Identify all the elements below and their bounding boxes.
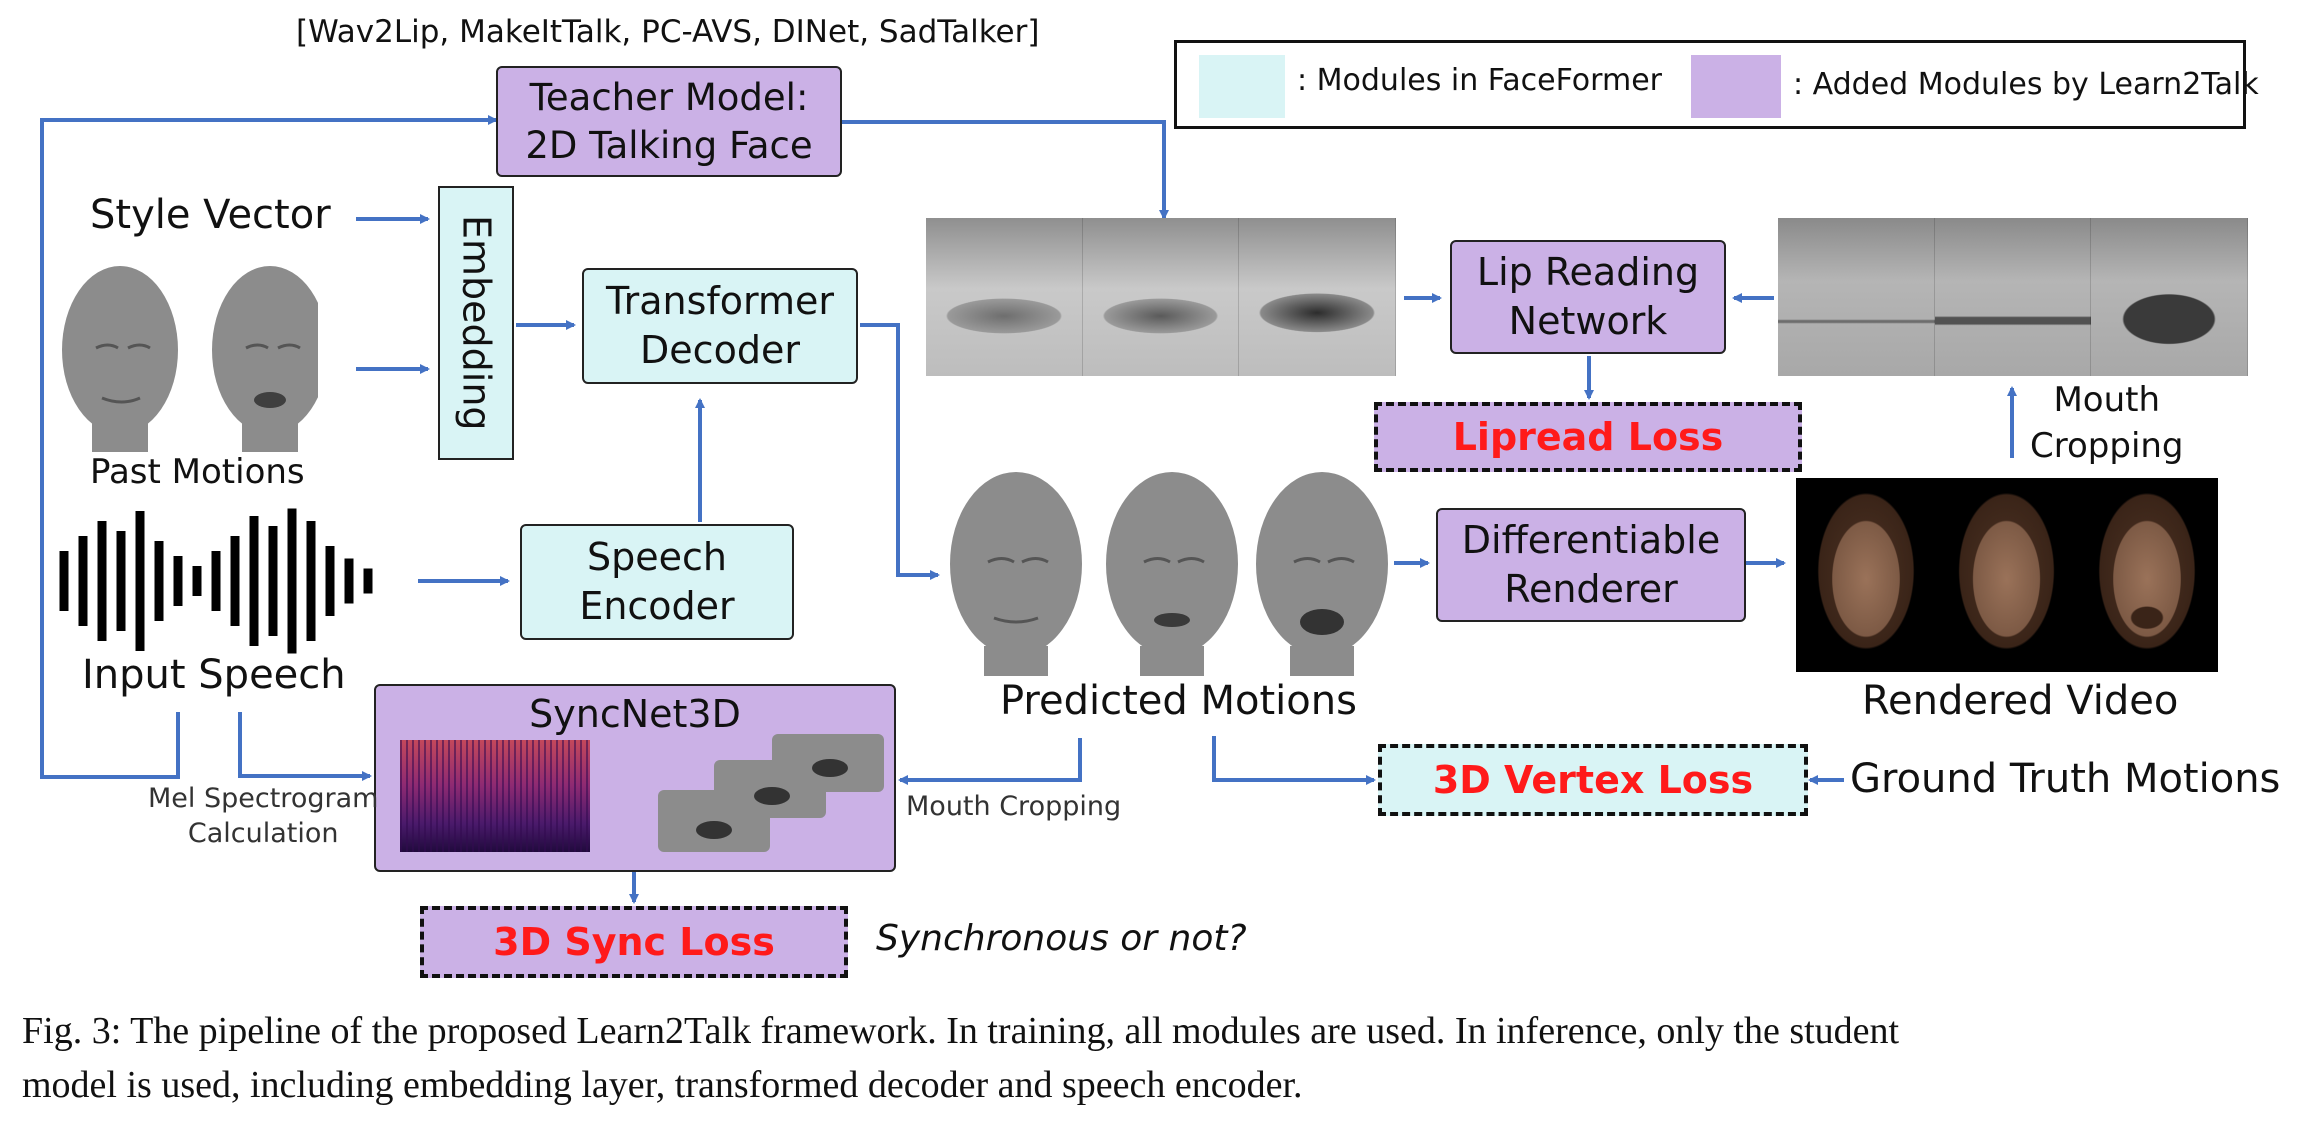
mel-calc-line2: Calculation (187, 817, 339, 849)
style-vector-label: Style Vector (90, 192, 331, 238)
teacher-model-list: [Wav2Lip, MakeItTalk, PC-AVS, DINet, Sad… (296, 14, 1040, 50)
lip-reading-line1: Lip Reading (1476, 250, 1700, 295)
rendered-crop-1 (1778, 218, 1935, 376)
predicted-motion-heads (950, 472, 1388, 676)
teacher-lip-frame-3 (1239, 218, 1396, 376)
legend-label-learn2talk: : Added Modules by Learn2Talk (1793, 67, 2259, 102)
teacher-model-box: Teacher Model: 2D Talking Face (496, 66, 842, 177)
speech-waveform (59, 508, 373, 654)
transformer-decoder-line1: Transformer (605, 279, 835, 324)
arrow-layer (40, 115, 2017, 904)
transformer-decoder-line2: Decoder (640, 328, 800, 372)
legend-swatch-faceformer (1199, 55, 1285, 118)
arrow-predicted-to-vertex (1212, 736, 1376, 785)
differentiable-renderer-line1: Differentiable (1461, 518, 1721, 563)
mouth-cropping-right-line1: Mouth (2053, 380, 2161, 420)
ground-truth-label: Ground Truth Motions (1850, 756, 2281, 802)
input-speech-label: Input Speech (82, 652, 346, 698)
caption-line-1: Fig. 3: The pipeline of the proposed Lea… (22, 1010, 1900, 1052)
arrow-predicted-to-syncnet (898, 738, 1082, 785)
rendered-video-frame-1 (1796, 478, 1937, 672)
lip-reading-line2: Network (1508, 299, 1668, 343)
mel-spectrogram-image (400, 740, 590, 852)
rendered-video-frame-2 (1936, 478, 2078, 672)
teacher-model-line1: Teacher Model: (529, 76, 809, 120)
transformer-decoder-box: Transformer Decoder (582, 268, 858, 384)
arrow-teacher-to-lips (842, 120, 1169, 220)
vertex-loss-label: 3D Vertex Loss (1432, 757, 1754, 802)
legend-label-faceformer: : Modules in FaceFormer (1297, 63, 1662, 98)
mouth-cropping-right-line2: Cropping (2030, 425, 2184, 466)
legend-swatch-learn2talk (1691, 55, 1781, 118)
vertex-loss-box: 3D Vertex Loss (1378, 744, 1808, 816)
sync-loss-label: 3D Sync Loss (493, 919, 775, 964)
sync-question-label: Synchronous or not? (876, 918, 1247, 959)
arrow-speech-to-teacher (40, 115, 498, 779)
speech-encoder-line2: Encoder (579, 584, 735, 628)
teacher-lip-frame-1 (926, 218, 1083, 376)
figure-caption: Fig. 3: The pipeline of the proposed Lea… (22, 1004, 2284, 1112)
pipeline-figure: [Wav2Lip, MakeItTalk, PC-AVS, DINet, Sad… (40, 14, 2281, 978)
sync-mouth-crops (658, 734, 884, 852)
caption-line-2: model is used, including embedding layer… (22, 1064, 1303, 1106)
differentiable-renderer-line2: Renderer (1504, 567, 1678, 611)
past-motions-label: Past Motions (90, 452, 305, 492)
mel-calc-line1: Mel Spectrogram (148, 783, 379, 814)
predicted-motions-label: Predicted Motions (1000, 678, 1357, 724)
teacher-lip-images (926, 218, 1396, 376)
teacher-lip-frame-2 (1082, 218, 1240, 376)
sync-loss-box: 3D Sync Loss (420, 906, 848, 978)
lipread-loss-label: Lipread Loss (1452, 414, 1724, 459)
lipread-loss-box: Lipread Loss (1374, 402, 1802, 472)
past-motion-head-1 (62, 266, 178, 452)
past-motion-head-2 (212, 266, 318, 452)
rendered-video-frames (1796, 478, 2218, 672)
mouth-cropping-bottom-label: Mouth Cropping (906, 791, 1122, 822)
speech-encoder-box: Speech Encoder (520, 524, 794, 640)
differentiable-renderer-box: Differentiable Renderer (1436, 508, 1746, 622)
predicted-head-2 (1106, 472, 1238, 676)
lip-reading-network-box: Lip Reading Network (1450, 240, 1726, 354)
rendered-crop-2 (1934, 218, 2092, 376)
rendered-mouth-crops (1778, 218, 2248, 376)
embedding-label: Embedding (454, 215, 499, 431)
arrow-mel-to-syncnet (238, 712, 372, 781)
rendered-video-frame-3 (2077, 478, 2218, 672)
mouth-cropping-right-label: Mouth Cropping (2030, 378, 2184, 470)
mel-calculation-label: Mel Spectrogram Calculation (148, 782, 378, 851)
rendered-video-label: Rendered Video (1862, 678, 2179, 724)
predicted-head-1 (950, 472, 1082, 676)
teacher-model-line2: 2D Talking Face (525, 123, 813, 167)
syncnet3d-label: SyncNet3D (529, 692, 741, 736)
speech-encoder-line1: Speech (587, 535, 727, 580)
embedding-box: Embedding (438, 186, 514, 460)
legend: : Modules in FaceFormer : Added Modules … (1174, 40, 2259, 129)
arrow-transformer-to-predicted (860, 323, 940, 580)
past-motions-heads (62, 266, 318, 452)
predicted-head-3 (1256, 472, 1388, 676)
rendered-crop-3 (2091, 218, 2248, 376)
